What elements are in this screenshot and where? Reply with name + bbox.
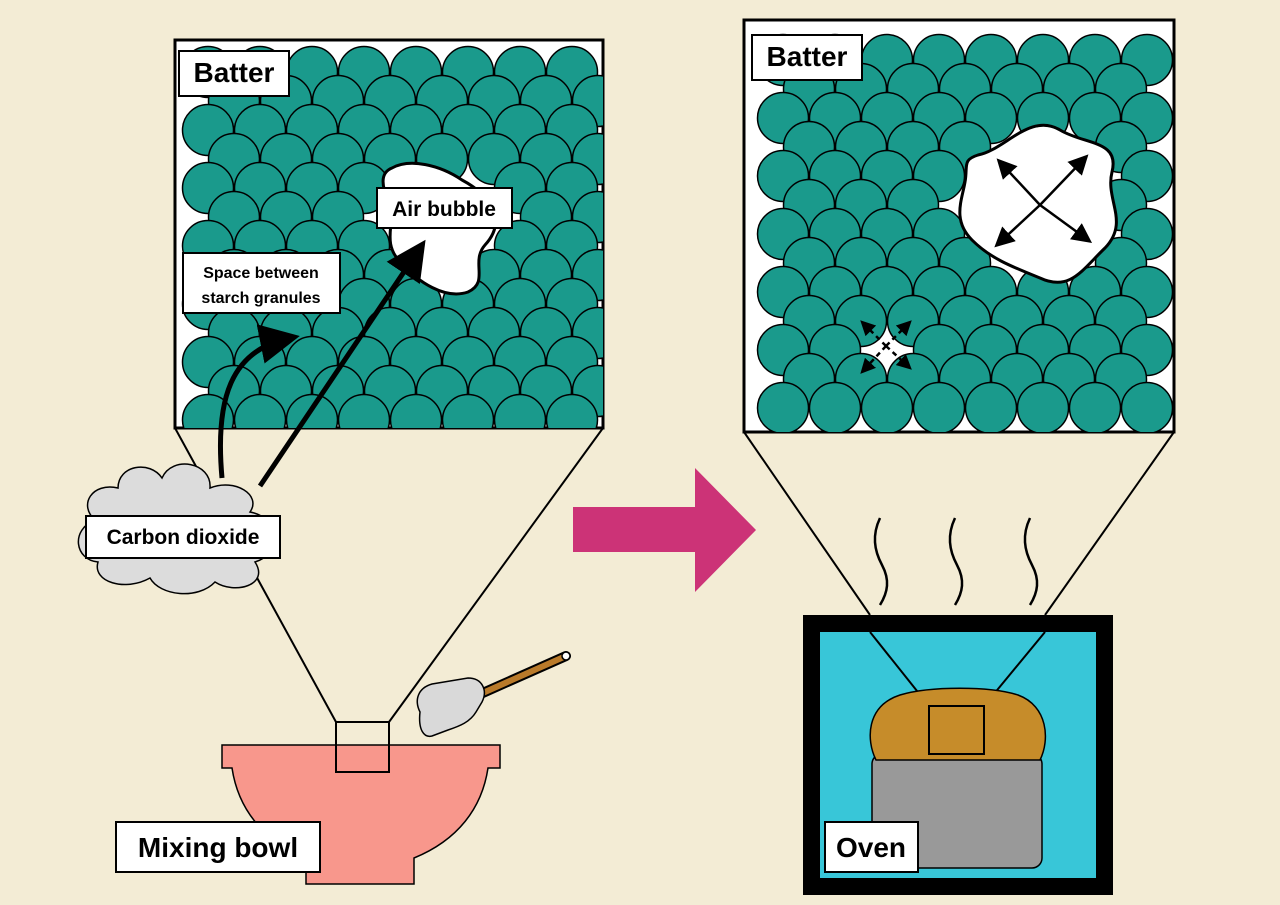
batter-panel-right [742, 18, 1176, 434]
spatula-icon [416, 651, 571, 738]
zoom-lines-right [743, 431, 1175, 616]
label-carbon-dioxide: Carbon dioxide [85, 515, 281, 559]
label-mixing-bowl: Mixing bowl [115, 821, 321, 873]
starch-granule [860, 381, 914, 432]
bread-zoom-box [928, 705, 985, 755]
bowl-zoom-box [335, 721, 390, 773]
svg-text:Mixing bowl: Mixing bowl [138, 832, 298, 863]
starch-granule [1068, 381, 1122, 432]
label-oven: Oven [824, 821, 919, 873]
process-arrow-icon [573, 468, 756, 592]
svg-text:starch granules: starch granules [201, 290, 320, 307]
batter-panel-left [173, 38, 605, 430]
svg-text:Batter: Batter [767, 41, 848, 72]
starch-granule [233, 393, 287, 428]
starch-granule [545, 393, 599, 428]
co2-to-space-arrow [217, 324, 300, 479]
svg-text:Air bubble: Air bubble [392, 198, 496, 221]
starch-granule [493, 393, 547, 428]
starch-granules-right [756, 33, 1174, 432]
gap-expansion-arrows [860, 320, 912, 374]
starch-granule [912, 381, 966, 432]
label-batter-left: Batter [178, 50, 290, 97]
starch-granule [1016, 381, 1070, 432]
svg-text:Oven: Oven [836, 832, 906, 863]
co2-arrows [217, 239, 426, 488]
starch-granule [808, 381, 862, 432]
svg-text:Batter: Batter [194, 57, 275, 88]
starch-granule [756, 381, 810, 432]
expansion-arrows [994, 154, 1093, 248]
label-air-bubble: Air bubble [376, 187, 513, 229]
starch-granule [1120, 381, 1174, 432]
starch-granule [441, 393, 495, 428]
starch-granule [964, 381, 1018, 432]
starch-granule [389, 393, 443, 428]
svg-text:Carbon dioxide: Carbon dioxide [107, 526, 260, 549]
svg-text:Space between: Space between [203, 265, 319, 282]
heat-wave-icon [873, 517, 1039, 606]
label-space-between-granules: Space between starch granules [182, 252, 341, 314]
label-batter-right: Batter [751, 34, 863, 81]
co2-to-bubble-arrow [257, 239, 426, 488]
starch-granule [337, 393, 391, 428]
